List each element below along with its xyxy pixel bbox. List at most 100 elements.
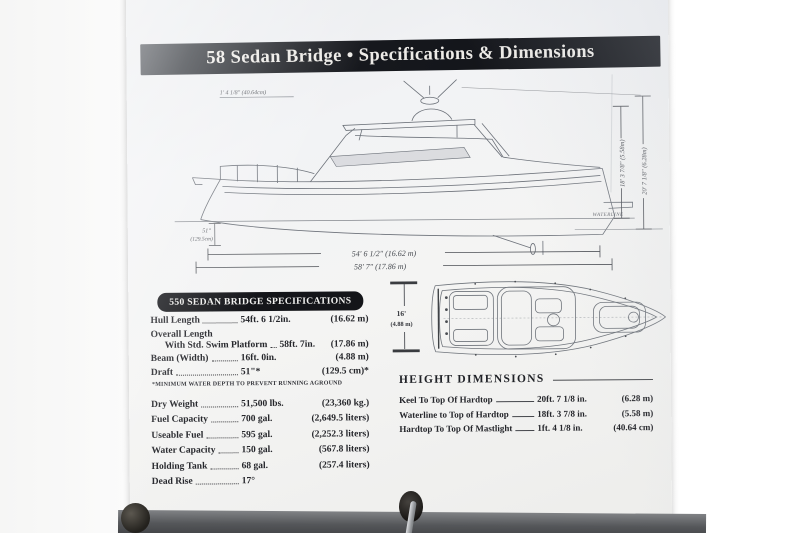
- spec-value: 1ft. 4 1/8 in.: [537, 422, 583, 434]
- dim-keel-to-hardtop: 20' 7 1/8" (6.28m): [461, 87, 652, 230]
- spec-label: Water Capacity: [151, 445, 216, 457]
- leader-line: [210, 467, 239, 470]
- spec-metric: (23,360 kg.): [321, 398, 370, 409]
- spec-label: Dead Rise: [151, 476, 193, 487]
- spec-row: Dry Weight 51,500 lbs. (23,360 kg.): [151, 398, 369, 410]
- specifications-header-pill: 550 SEDAN BRIDGE SPECIFICATIONS: [157, 291, 364, 312]
- top-view-drawing: 16' (4.88 m): [390, 280, 667, 358]
- draft-dim-value: 51": [202, 228, 211, 234]
- spec-label-line2: With Std. Swim Platform: [164, 339, 268, 351]
- spec-metric: (2,649.5 liters): [311, 413, 370, 425]
- height-dimensions-section: HEIGHT DIMENSIONS Keel To Top Of Hardtop…: [399, 372, 654, 439]
- spec-label: Keel To Top Of Hardtop: [399, 394, 493, 406]
- side-view-drawing: WATERLINE 1' 4 1/8" (40.64cm) 51" (129.5…: [174, 79, 663, 274]
- spec-label: Dry Weight: [151, 399, 199, 410]
- leader-line: [211, 360, 238, 362]
- draft-footnote: *MINIMUM WATER DEPTH TO PREVENT RUNNING …: [151, 380, 343, 388]
- spec-label: Useable Fuel: [151, 430, 204, 441]
- hull-profile: [191, 164, 634, 255]
- height-dimensions-title: HEIGHT DIMENSIONS: [398, 372, 545, 387]
- spec-label: Hardtop To Top Of Mastlight: [399, 423, 513, 435]
- specifications-primary-list: Hull Length 54ft. 6 1/2in. (16.62 m) Overal…: [150, 314, 369, 381]
- dim-mastlight: 1' 4 1/8" (40.64cm): [220, 89, 294, 98]
- specifications-secondary-list: Dry Weight 51,500 lbs. (23,360 kg.) Fuel Ca…: [151, 398, 370, 492]
- height-dimensions-list: Keel To Top Of Hardtop 20ft. 7 1/8 in. (6.…: [399, 393, 653, 434]
- leader-line: [206, 437, 239, 439]
- beam-dim-metric: (4.88 m): [390, 321, 412, 328]
- leader-line: [202, 322, 238, 324]
- draft-dim-metric: (129.5cm): [190, 235, 213, 242]
- spec-metric: (257.4 liters): [318, 459, 370, 471]
- hull-length-dim-label: 54' 6 1/2" (16.62 m): [352, 249, 417, 259]
- spec-metric: (2,252.3 liters): [311, 429, 370, 440]
- spec-metric: (129.5 cm)*: [321, 365, 369, 377]
- spec-metric: [304, 485, 370, 486]
- overall-length-dim-label: 58' 7" (17.86 m): [354, 262, 407, 271]
- leader-line: [176, 373, 238, 376]
- spec-value: 68 gal.: [241, 460, 269, 471]
- dim-overall-length: 58' 7" (17.86 m): [195, 258, 613, 274]
- keel-to-hardtop-dim-label: 20' 7 1/8" (6.28m): [641, 147, 648, 195]
- spec-value: 150 gal.: [241, 445, 273, 456]
- spec-metric: (567.8 liters): [318, 444, 370, 455]
- plan-view-boat: [431, 280, 667, 358]
- spec-value: 18ft. 3 7/8 in.: [537, 408, 588, 419]
- spec-value: 16ft. 0in.: [240, 352, 277, 364]
- spec-value: 700 gal.: [241, 414, 273, 425]
- leader-line: [218, 452, 239, 454]
- specifications-header: 550 SEDAN BRIDGE SPECIFICATIONS: [169, 295, 352, 308]
- spec-row: Holding Tank 68 gal. (257.4 liters): [152, 460, 370, 472]
- spec-row: Draft 51"* (129.5 cm)*: [151, 366, 369, 378]
- waterline-group: WATERLINE: [174, 213, 663, 230]
- spec-row: Water Capacity 150 gal. (567.8 liters): [151, 444, 369, 456]
- spec-metric: (4.88 m): [335, 352, 369, 363]
- waterline-to-hardtop-dim-label: 18' 3 7/8" (5.58m): [619, 139, 626, 187]
- spec-metric: (6.28 m): [621, 393, 654, 404]
- spec-value: 20ft. 7 1/8 in.: [537, 393, 587, 404]
- spec-label: Fuel Capacity: [151, 414, 209, 426]
- dim-draft: 51" (129.5cm): [190, 223, 221, 246]
- spec-row: Waterline to Top of Hardtop 18ft. 3 7/8 i…: [399, 408, 653, 420]
- spec-label: Holding Tank: [151, 461, 208, 472]
- mastlight-dim-label: 1' 4 1/8" (40.64cm): [220, 89, 267, 96]
- page-title: 58 Sedan Bridge • Specifications & Dimen…: [206, 41, 595, 69]
- spec-row: Useable Fuel 595 gal. (2,252.3 liters): [151, 429, 369, 441]
- leader-line: [515, 430, 535, 432]
- spec-sheet-page: 58 Sedan Bridge • Specifications & Dimen…: [125, 0, 673, 531]
- dim-hull-length: 54' 6 1/2" (16.62 m): [207, 245, 601, 261]
- spec-row: Hull Length 54ft. 6 1/2in. (16.62 m): [150, 314, 368, 326]
- spec-value: 17°: [241, 476, 256, 487]
- leader-line: [270, 346, 277, 348]
- leader-line: [201, 406, 239, 408]
- spec-value: 595 gal.: [241, 429, 273, 441]
- spec-metric: (17.86 m): [330, 338, 369, 350]
- spec-label: Beam (Width): [150, 353, 209, 364]
- spec-metric: (16.62 m): [330, 314, 369, 325]
- binder-post-left: [121, 503, 150, 533]
- spec-value: 54ft. 6 1/2in.: [240, 314, 291, 326]
- dim-beam: 16' (4.88 m): [390, 281, 420, 353]
- spec-row: Dead Rise 17°: [152, 475, 370, 487]
- spec-row: Keel To Top Of Hardtop 20ft. 7 1/8 in. (6.…: [399, 393, 653, 405]
- leader-line: [195, 483, 239, 485]
- header-rule: [552, 378, 653, 381]
- leader-line: [511, 415, 535, 417]
- spec-metric: (40.64 cm): [613, 422, 654, 433]
- spec-label: Waterline to Top of Hardtop: [399, 408, 509, 420]
- spec-value: 51,500 lbs.: [241, 398, 284, 410]
- leader-line: [211, 421, 239, 423]
- beam-dim-feet: 16': [397, 309, 407, 318]
- spec-value: 58ft. 7in.: [279, 339, 316, 350]
- spec-label: Draft: [150, 367, 174, 378]
- leader-line: [495, 400, 535, 403]
- spec-row: Beam (Width) 16ft. 0in. (4.88 m): [151, 352, 369, 364]
- spec-value: 51"*: [240, 366, 261, 377]
- superstructure: [310, 79, 601, 182]
- title-bar: 58 Sedan Bridge • Specifications & Dimen…: [140, 35, 661, 76]
- spec-label: Hull Length: [150, 315, 200, 326]
- spec-row: Fuel Capacity 700 gal. (2,649.5 liters): [151, 414, 369, 426]
- waterline-label: WATERLINE: [593, 213, 624, 218]
- height-dimensions-header: HEIGHT DIMENSIONS: [399, 372, 653, 386]
